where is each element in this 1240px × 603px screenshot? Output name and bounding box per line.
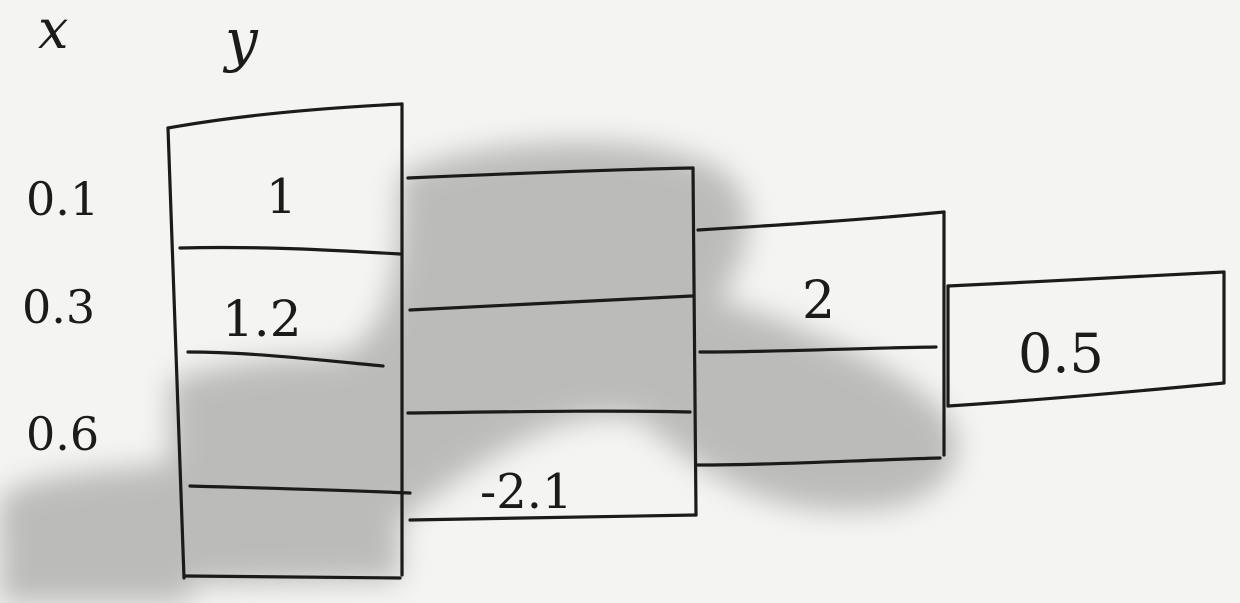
block-4-value: 0.5 — [1018, 322, 1104, 385]
ink-wash — [0, 142, 957, 603]
x-label-1: 0.1 — [26, 172, 99, 226]
block-1 — [166, 102, 412, 580]
x-header: x — [38, 0, 68, 61]
block-3-value: 2 — [802, 271, 835, 331]
block-1-row-1-value: 1 — [266, 169, 297, 225]
block-4 — [946, 270, 1226, 408]
block-2-value: -2.1 — [480, 464, 573, 520]
block-3 — [696, 210, 946, 467]
block-2 — [406, 166, 698, 522]
x-label-3: 0.6 — [26, 407, 99, 461]
block-1-row-2-value: 1.2 — [222, 290, 302, 348]
x-label-2: 0.3 — [22, 280, 95, 334]
y-header: y — [222, 6, 259, 74]
